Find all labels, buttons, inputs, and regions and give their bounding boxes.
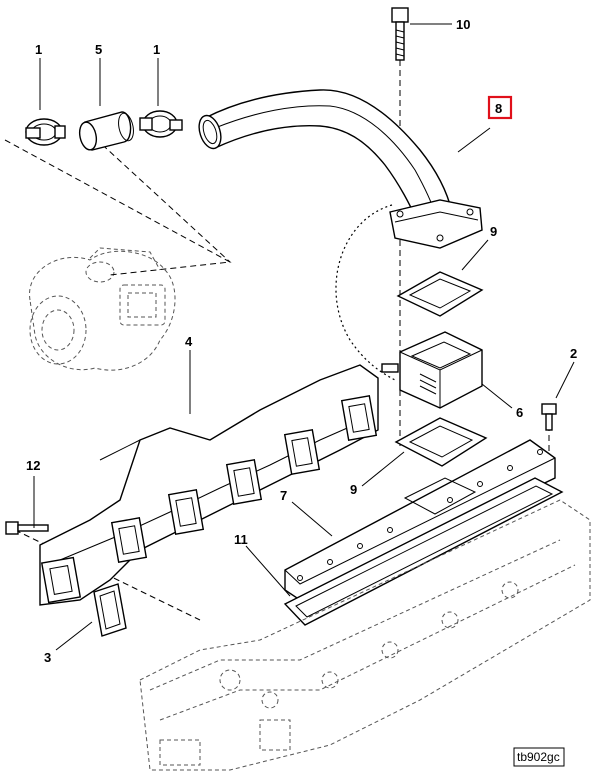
callout-4: 4 — [185, 334, 193, 349]
intake-tube — [198, 89, 483, 249]
callout-1-left: 1 — [35, 42, 42, 57]
reference-code: tb902gc — [513, 747, 565, 767]
engine-block-outline — [139, 499, 591, 771]
callout-7: 7 — [280, 488, 287, 503]
gasket-lower — [394, 417, 488, 467]
callout-3: 3 — [44, 650, 51, 665]
bolt-right — [541, 403, 557, 431]
bolt-left — [5, 521, 49, 535]
heater-housing — [381, 331, 483, 409]
exhaust-manifold — [39, 364, 379, 606]
callout-6: 6 — [516, 405, 523, 420]
reference-code-text: tb902gc — [517, 750, 560, 764]
callout-1-right: 1 — [153, 42, 160, 57]
leader-lines — [33, 23, 575, 651]
gasket-upper — [396, 271, 484, 317]
callout-numbers: 1 5 1 10 8 9 2 4 6 9 7 11 12 3 — [26, 17, 577, 665]
callout-9-lower: 9 — [350, 482, 357, 497]
turbocharger-outline — [29, 247, 176, 371]
manifold-gasket — [93, 583, 127, 637]
gasket-plate — [283, 477, 564, 626]
hose — [78, 111, 134, 151]
highlight-box — [487, 95, 513, 120]
callout-5: 5 — [95, 42, 102, 57]
callout-11: 11 — [234, 532, 248, 547]
cover-plate — [284, 439, 556, 601]
callout-8: 8 — [495, 101, 502, 116]
callout-10: 10 — [456, 17, 470, 32]
callout-2: 2 — [570, 346, 577, 361]
callout-9-upper: 9 — [490, 224, 497, 239]
cover-plate-bolt-holes — [297, 449, 543, 581]
hose-clamp-left — [25, 118, 66, 146]
manifold-ports — [40, 395, 378, 604]
callout-12: 12 — [26, 458, 40, 473]
hose-clamp-right — [139, 110, 183, 138]
bolt-top — [391, 7, 409, 61]
